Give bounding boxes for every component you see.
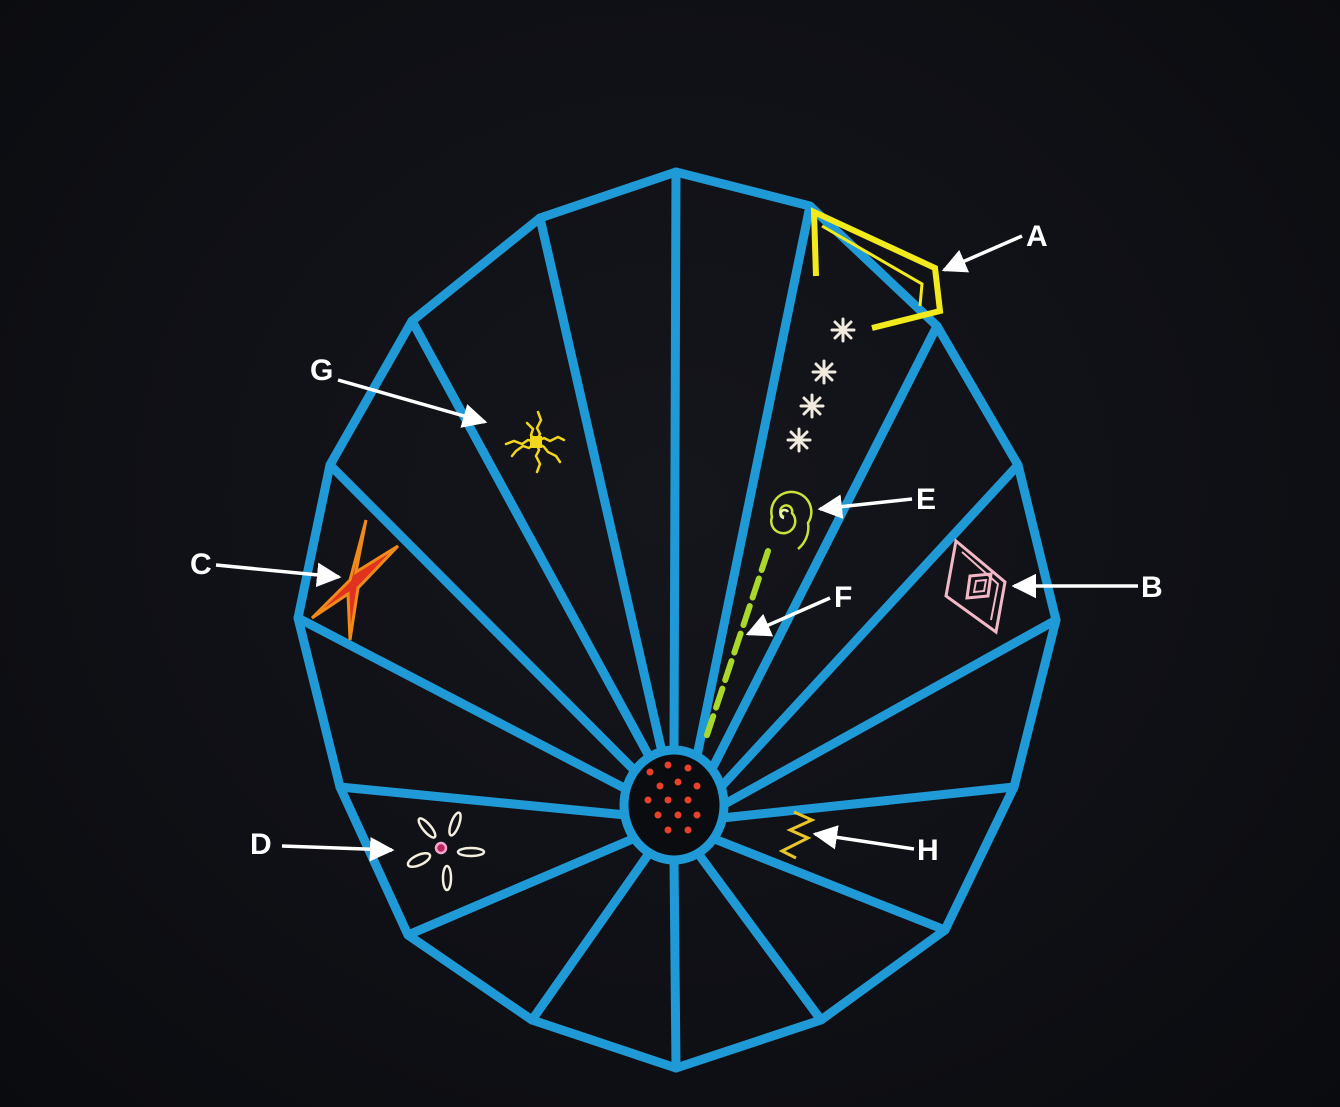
callout-label-e: E xyxy=(916,483,936,516)
fuseball-petals-icon xyxy=(406,811,484,890)
callout-label-h: H xyxy=(917,834,939,867)
shot-asterisk-icon xyxy=(832,319,854,341)
callout-label-g: G xyxy=(310,354,333,387)
arrow-d xyxy=(282,846,392,850)
arrow-c xyxy=(216,565,339,577)
callout-label-f: F xyxy=(834,581,852,614)
pulsar-zigzag-icon xyxy=(782,812,812,858)
player-shots xyxy=(788,319,854,451)
tanker-diamond-icon xyxy=(946,541,1005,632)
web-spoke xyxy=(298,618,628,790)
callout-label-a: A xyxy=(1026,220,1048,253)
arrow-e xyxy=(820,499,912,509)
arrow-h xyxy=(815,834,914,849)
web-spoke xyxy=(674,172,676,752)
callout-label-d: D xyxy=(250,828,272,861)
web-core-hub xyxy=(624,750,724,860)
arrow-a xyxy=(944,236,1022,270)
shot-asterisk-icon xyxy=(788,429,810,451)
web-spoke xyxy=(330,465,636,772)
sparkle-star-icon xyxy=(506,412,564,472)
shot-asterisk-icon xyxy=(801,395,823,417)
flipper-bowtie-icon xyxy=(312,520,398,640)
web-spoke xyxy=(722,787,1014,818)
web-spoke xyxy=(697,206,810,756)
web-spoke xyxy=(674,858,676,1068)
shot-asterisk-icon xyxy=(813,361,835,383)
callout-label-c: C xyxy=(190,548,212,581)
spiker-spiral-icon xyxy=(771,492,811,549)
web-spoke xyxy=(340,787,626,815)
arrow-f xyxy=(748,598,830,634)
callout-label-b: B xyxy=(1141,571,1163,604)
